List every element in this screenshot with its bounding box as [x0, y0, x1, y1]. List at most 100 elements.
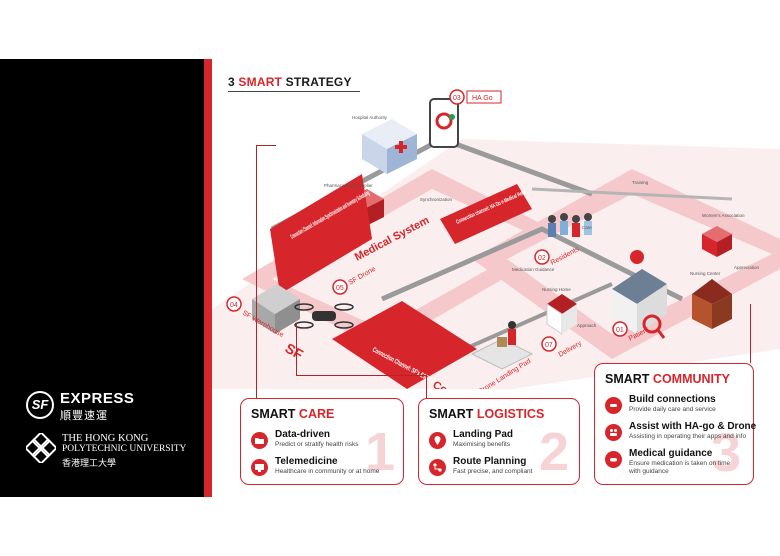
card-number-1: 1: [365, 422, 396, 482]
community-item-sub-line2: with guidance: [629, 468, 669, 475]
smart-care-title-highlight: CARE: [298, 407, 335, 421]
care-item-sub: Healthcare in community or at home: [275, 468, 380, 475]
label-synchronization: Synchronization: [420, 197, 453, 202]
node-01: 01: [616, 327, 624, 334]
label-medication-guidance: Medication Guidance: [512, 267, 555, 272]
title-rest: STRATEGY: [282, 75, 352, 89]
smart-care-card: 1 SMART CARE Data-driven Predict or stra…: [240, 398, 404, 485]
node-05: 05: [336, 285, 344, 292]
landing-pad-icon: [470, 321, 534, 370]
monitor-icon: [251, 459, 268, 476]
node-03-circle: [449, 89, 465, 105]
red-divider-bar: [204, 59, 212, 497]
smart-care-title-prefix: SMART: [251, 407, 299, 421]
womens-association-icon: [702, 226, 732, 257]
label-care: Care: [582, 225, 592, 230]
node-01-circle: [612, 321, 628, 337]
care-item-heading: Telemedicine: [275, 456, 338, 467]
nursing-center-icon: [692, 279, 732, 329]
node-03-label-box: [466, 90, 502, 104]
label-hospital-authority: Hospital Authority: [352, 115, 388, 120]
logistics-item-sub: Fast precise, and compliant: [453, 468, 533, 475]
node-07-circle: [541, 336, 557, 352]
logistics-item-sub: Maximising benefits: [453, 441, 511, 448]
slide: SF EXPRESS 順豐速運 THE HONG KONG POLYTECHNI…: [0, 59, 780, 497]
label-appreciation: Appreciation: [734, 265, 760, 270]
community-connector-line: [750, 304, 751, 363]
channel-1-banner: [270, 174, 372, 294]
node-03: 03: [453, 95, 461, 102]
community-item-heading: Assist with HA-go & Drone: [629, 421, 757, 432]
left-panel: SF EXPRESS 順豐速運 THE HONG KONG POLYTECHNI…: [0, 59, 204, 497]
route-icon: [429, 459, 446, 476]
handshake-icon: [605, 397, 622, 414]
smart-logistics-title-prefix: SMART: [429, 407, 477, 421]
sf-express-logo: SF EXPRESS 順豐速運: [26, 389, 196, 423]
care-connector-top: [256, 145, 276, 146]
label-pharmaceutical-supplier: Pharmaceutical Supplier: [324, 183, 373, 188]
location-marker-icon: [630, 250, 644, 264]
card-number-2: 2: [539, 422, 570, 482]
node-02-circle: [534, 249, 550, 265]
smart-logistics-title: SMART LOGISTICS: [429, 407, 544, 421]
node-03-label: HA Go: [472, 95, 493, 102]
label-nursing-center: Nursing Center: [690, 271, 721, 276]
polyu-line1: THE HONG KONG: [62, 433, 149, 444]
logistics-item-heading: Route Planning: [453, 456, 527, 467]
logistics-connector-line: [296, 323, 297, 375]
community-item-sub: Assisting in operating their apps and in…: [629, 433, 747, 440]
logistics-connector-v2: [426, 375, 427, 398]
node-02: 02: [538, 255, 546, 262]
sf-name: EXPRESS: [60, 390, 135, 407]
magnifier-icon: [642, 314, 662, 334]
polyu-line2: POLYTECHNIC UNIVERSITY: [62, 444, 187, 454]
folder-icon: [251, 432, 268, 449]
node-05-circle: [332, 279, 348, 295]
smart-logistics-card: 2 SMART LOGISTICS Landing Pad Maximising…: [418, 398, 580, 485]
strategy-diagram: 03 HA Go Connection Channel: Information…: [212, 89, 780, 389]
polyu-logo: THE HONG KONG POLYTECHNIC UNIVERSITY 香港理…: [26, 433, 202, 469]
community-item-sub: Provide daily care and service: [629, 406, 716, 413]
smart-community-title-prefix: SMART: [605, 372, 653, 386]
logistics-item-heading: Landing Pad: [453, 429, 513, 440]
smart-logistics-title-highlight: LOGISTICS: [476, 407, 545, 421]
road-right: [531, 187, 733, 201]
slide-title: 3 SMART STRATEGY: [228, 75, 352, 89]
label-training: Training: [632, 180, 649, 185]
channel-3-banner: [332, 301, 477, 389]
channel-2-banner: [440, 184, 532, 244]
node-04: 04: [230, 302, 238, 309]
label-nursing-home: Nursing Home: [542, 287, 571, 292]
logistics-connector-h: [296, 375, 426, 376]
care-connector-line: [256, 145, 257, 398]
care-item-heading: Data-driven: [275, 429, 331, 440]
community-item-sub: Ensure medication is taken on time: [629, 460, 731, 467]
drone-icon: [294, 303, 354, 329]
care-item-sub: Predict or stratify health risks: [275, 441, 359, 448]
title-highlight: SMART: [238, 75, 283, 89]
smart-community-title: SMART COMMUNITY: [605, 372, 730, 386]
smart-community-card: 3 SMART COMMUNITY Build connections Prov…: [594, 363, 757, 485]
polyu-chinese-name: 香港理工大學: [62, 458, 117, 468]
title-prefix: 3: [228, 75, 239, 89]
phone-icon: [429, 98, 459, 148]
hospital-building-icon: [362, 119, 417, 174]
label-approach: Approach: [577, 323, 597, 328]
smart-care-title: SMART CARE: [251, 407, 334, 421]
sf-mark-icon: SF: [26, 391, 54, 419]
people-icon: [605, 424, 622, 441]
title-underline: [228, 91, 360, 92]
residents-group-icon: [548, 213, 592, 237]
nursing-home-icon: [546, 294, 577, 335]
warehouse-icon: [252, 284, 300, 334]
label-womens-association: Women's Association: [702, 213, 745, 218]
sf-chinese-name: 順豐速運: [60, 410, 108, 422]
sf-area-label: SF: [283, 340, 307, 363]
community-item-heading: Medical guidance: [629, 448, 713, 459]
node-04-circle: [226, 296, 242, 312]
node-07: 07: [545, 342, 553, 349]
smart-community-title-highlight: COMMUNITY: [652, 372, 730, 386]
community-item-heading: Build connections: [629, 394, 716, 405]
polyu-emblem-icon: [26, 433, 56, 463]
location-pin-icon: [429, 432, 446, 449]
